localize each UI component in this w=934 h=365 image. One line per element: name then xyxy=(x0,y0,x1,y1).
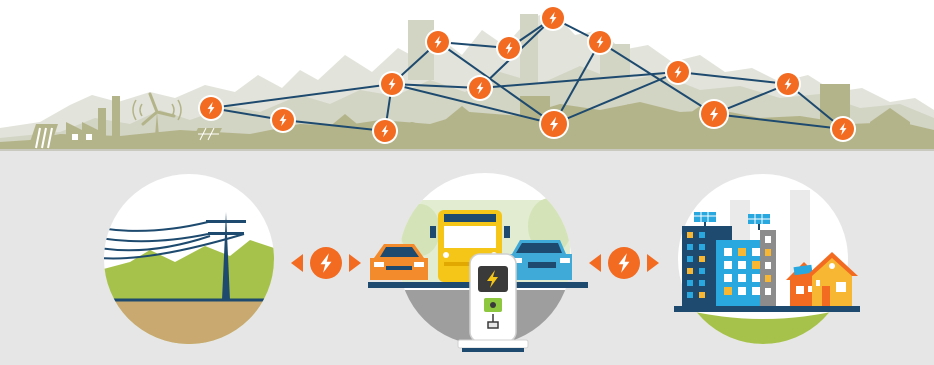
double-arrow-bolt-icon xyxy=(291,247,361,279)
window xyxy=(687,280,693,286)
window xyxy=(752,248,760,256)
lightning-bolt-icon xyxy=(425,29,451,55)
network-edge xyxy=(437,41,555,125)
window xyxy=(752,274,760,282)
window xyxy=(765,236,771,243)
lightning-bolt-icon xyxy=(198,95,224,121)
double-arrow-bolt-icon xyxy=(589,247,659,279)
window xyxy=(738,248,746,256)
lightning-bolt-icon xyxy=(699,99,729,129)
lightning-bolt-icon xyxy=(539,109,569,139)
network-edge xyxy=(391,83,555,125)
window xyxy=(765,262,771,269)
network-edge xyxy=(210,83,393,109)
window xyxy=(752,261,760,269)
window xyxy=(699,292,705,298)
window xyxy=(687,292,693,298)
window xyxy=(738,287,746,295)
lightning-bolt-icon xyxy=(665,59,691,85)
lightning-bolt-icon xyxy=(467,75,493,101)
wind-turbine-icon xyxy=(132,92,182,148)
lightning-bolt-icon xyxy=(372,118,398,144)
window xyxy=(765,249,771,256)
network-edge xyxy=(282,119,386,132)
network-edge xyxy=(553,41,601,125)
window xyxy=(724,261,732,269)
window xyxy=(699,280,705,286)
network-edge xyxy=(599,41,715,115)
bidirectional-arrows xyxy=(291,247,659,279)
lightning-bolt-icon xyxy=(775,71,801,97)
window xyxy=(687,244,693,250)
window xyxy=(752,287,760,295)
window xyxy=(724,248,732,256)
lightning-bolt-icon xyxy=(379,71,405,97)
yellow-house-icon xyxy=(806,252,858,306)
orange-car-icon xyxy=(370,244,428,280)
lightning-bolt-icon xyxy=(830,116,856,142)
blue-truck-icon xyxy=(508,240,572,280)
window xyxy=(724,274,732,282)
network-edge xyxy=(713,113,844,130)
lightning-bolt-icon xyxy=(587,29,613,55)
ev-charger-icon xyxy=(457,253,529,352)
network-nodes xyxy=(198,5,856,144)
factory-icon xyxy=(66,96,120,148)
window xyxy=(765,288,771,295)
lightning-bolt-icon xyxy=(496,35,522,61)
window xyxy=(687,256,693,262)
building-windows xyxy=(687,232,771,298)
window xyxy=(699,256,705,262)
window xyxy=(699,232,705,238)
network-edge xyxy=(677,71,789,85)
lightning-bolt-icon xyxy=(540,5,566,31)
buildings-scene xyxy=(674,174,860,344)
window xyxy=(699,268,705,274)
network-edge xyxy=(391,83,481,89)
window xyxy=(738,274,746,282)
dam-icon xyxy=(28,124,58,149)
lightning-bolt-icon xyxy=(270,107,296,133)
window xyxy=(687,268,693,274)
window xyxy=(765,275,771,282)
solar-panel-icon xyxy=(192,127,222,148)
window xyxy=(699,244,705,250)
network-edge xyxy=(553,71,679,125)
window xyxy=(687,232,693,238)
ev-charging-scene xyxy=(368,173,588,352)
window xyxy=(738,261,746,269)
window xyxy=(724,287,732,295)
